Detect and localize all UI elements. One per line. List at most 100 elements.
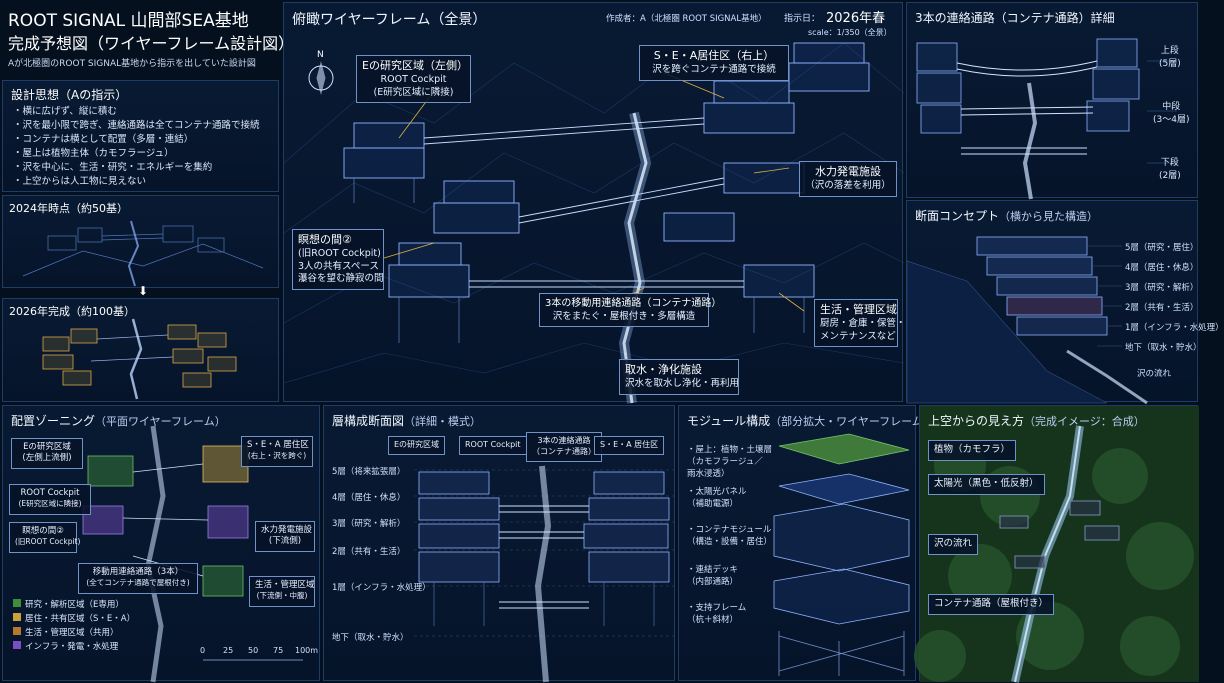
layer-head-e: Eの研究区域	[388, 436, 446, 455]
zone-corr-title: 移動用連絡通路（3本）	[92, 567, 184, 577]
concept-item: ・上空からは人工物に見えない	[13, 176, 147, 187]
module-title-sub: （部分拡大・ワイヤーフレーム）	[770, 415, 934, 428]
section-concept-sub: （横から見た構造）	[999, 210, 1099, 223]
zone-e-body: (左側上流側)	[22, 453, 72, 464]
layer-floor-4: 4層（居住・休息）	[332, 493, 406, 503]
layer-floor-1: 1層（インフラ・水処理）	[332, 583, 431, 593]
zone-hydro-title: 水力発電施設	[261, 525, 313, 535]
legend-label: 研究・解析区域（E専用）	[25, 600, 124, 610]
callout-hydro: 水力発電施設 （沢の落差を利用）	[799, 161, 897, 197]
zoning-panel: 配置ゾーニング（平面ワイヤーフレーム） Eの研究区域 (左側上流側) ROOT …	[2, 405, 320, 683]
corridor-middle: 中段 (3〜4層)	[1153, 102, 1190, 125]
zone-hydro-body: (下流側)	[268, 536, 302, 547]
zone-life: 生活・管理区域 (下流側・中腹)	[249, 576, 315, 607]
layer-title-main: 層構成断面図	[332, 414, 405, 428]
legend-item: 居住・共有区域（S・E・A）	[13, 612, 135, 626]
layer-section-panel: 層構成断面図（詳細・模式） Eの研究区域 ROOT Cockpit 3本の連絡通…	[323, 405, 675, 683]
timeline-2026-label: 2026年完成（約100基）	[9, 305, 135, 318]
section-floor-3: 3層（研究・解析）	[1125, 283, 1199, 293]
callout-life: 生活・管理区域 厨房・倉庫・保管・ メンテナンスなど	[814, 299, 906, 348]
callout-e-title: Eの研究区域（左側）	[362, 59, 468, 72]
corridor-drawing	[916, 38, 1177, 200]
callout-corridors: 3本の移動用連絡通路（コンテナ通路） 沢をまたぐ・屋根付き・多層構造	[539, 293, 722, 328]
zone-corr-body: (全てコンテナ通路で屋根付き)	[86, 578, 190, 588]
aerial-panel: 上空からの見え方（完成イメージ：合成） 植物（カモフラ） 太陽光（黒色・低反射）…	[914, 405, 1199, 683]
base-2026-wireframe	[42, 318, 237, 400]
module-title-main: モジュール構成	[687, 414, 771, 428]
section-concept-main: 断面コンセプト	[915, 209, 1000, 223]
legend-label: 居住・共有区域（S・E・A）	[25, 614, 136, 624]
base-2024-wireframe	[22, 220, 264, 287]
zoning-drawing	[82, 425, 303, 683]
legend-label: 生活・管理区域（共用）	[25, 628, 119, 638]
zone-life-body: (下流側・中腹)	[256, 591, 308, 601]
module-item-deck: ・連結デッキ （内部通路）	[687, 565, 739, 587]
main-title: 俯瞰ワイヤーフレーム（全景）	[292, 12, 487, 28]
legend-swatch	[13, 627, 21, 635]
callout-water-title: 取水・浄化施設	[625, 363, 702, 376]
corridor-lower: 下段 (2層)	[1159, 158, 1181, 181]
layer-head-cockpit: ROOT Cockpit	[459, 436, 527, 455]
layer-floor-5: 5層（将来拡張層）	[332, 467, 406, 477]
timeline-2026-panel: 2026年完成（約100基）	[2, 298, 279, 402]
aerial-title-sub: （完成イメージ：合成）	[1024, 415, 1145, 428]
main-date-label: 指示日：	[784, 14, 821, 24]
main-wireframe-drawing	[283, 42, 905, 404]
main-scale: scale：1/350（全景）	[808, 28, 892, 37]
section-stream: 沢の流れ	[1137, 369, 1172, 379]
callout-meditation: 瞑想の間② (旧ROOT Cockpit) 3人の共有スペース 瀑谷を望む静寂の…	[292, 229, 384, 291]
layer-head-sea: S・E・A 居住区	[594, 436, 665, 455]
title-line-2: 完成予想図（ワイヤーフレーム設計図）	[8, 34, 295, 53]
legend-swatch	[13, 613, 21, 621]
layer-section-drawing	[414, 465, 674, 683]
scale-tick: 0	[200, 646, 206, 655]
callout-hydro-body: （沢の落差を利用）	[805, 179, 891, 191]
callout-corr-body: 沢をまたぐ・屋根付き・多層構造	[552, 310, 696, 322]
module-item-solar: ・太陽光パネル （補助電源）	[687, 487, 747, 509]
aerial-label-corridor: コンテナ通路（屋根付き）	[928, 594, 1055, 615]
zoning-title-sub: （平面ワイヤーフレーム）	[95, 415, 226, 428]
legend-item: インフラ・発電・水処理	[13, 640, 135, 654]
concept-item: ・沢を最小限で跨ぎ、連絡通路は全てコンテナ通路で接続	[13, 120, 260, 131]
layer-title-sub: （詳細・模式）	[404, 415, 482, 428]
callout-water-body: 沢水を取水し浄化・再利用	[625, 377, 740, 389]
module-exploded-drawing	[773, 433, 910, 676]
zoning-title: 配置ゾーニング（平面ワイヤーフレーム）	[11, 412, 226, 429]
section-floor-5: 5層（研究・居住）	[1125, 243, 1199, 253]
aerial-label-solar: 太陽光（黒色・低反射）	[928, 474, 1045, 495]
title-line-1: ROOT SIGNAL 山間部SEA基地	[8, 11, 249, 31]
zone-med-title: 瞑想の間②	[22, 526, 64, 536]
zone-med-body: (旧ROOT Cockpit)	[15, 537, 81, 547]
section-concept-panel: 断面コンセプト（横から見た構造） 5層（研究・居住） 4層（居住・休息） 3層（…	[906, 200, 1224, 405]
layer-floor-2: 2層（共有・生活）	[332, 547, 406, 557]
concept-item: ・屋上は植物主体（カモフラージュ）	[13, 148, 174, 159]
zone-sea-title: S・E・A 居住区	[247, 440, 309, 450]
callout-sea-body: 沢を跨ぐコンテナ通路で接続	[652, 63, 776, 75]
scale-tick: 25	[223, 646, 234, 655]
section-concept-title: 断面コンセプト（横から見た構造）	[915, 207, 1098, 224]
module-title: モジュール構成（部分拡大・ワイヤーフレーム）	[687, 412, 934, 429]
zone-sea-body: (右上・沢を跨ぐ)	[247, 451, 307, 461]
layer-head-corridors: 3本の連絡通路 （コンテナ通路）	[526, 432, 602, 462]
legend-label: インフラ・発電・水処理	[25, 642, 119, 652]
zone-corridors: 移動用連絡通路（3本） (全てコンテナ通路で屋根付き)	[78, 563, 198, 594]
concept-panel: 設計思想（Aの指示） ・横に広げず、縦に積む ・沢を最小限で跨ぎ、連絡通路は全て…	[2, 80, 279, 192]
aerial-label-stream: 沢の流れ	[928, 534, 979, 555]
zone-hydro: 水力発電施設 (下流側)	[255, 521, 315, 552]
zone-e-research: Eの研究区域 (左側上流側)	[11, 438, 83, 469]
corridor-upper: 上段 (5層)	[1159, 46, 1181, 69]
callout-life-body: 厨房・倉庫・保管・ メンテナンスなど	[820, 317, 906, 342]
layer-section-title: 層構成断面図（詳細・模式）	[332, 412, 481, 429]
callout-corr-title: 3本の移動用連絡通路（コンテナ通路）	[545, 298, 722, 309]
section-floor-2: 2層（共有・生活）	[1125, 303, 1199, 313]
timeline-2024-panel: 2024年時点（約50基）	[2, 195, 279, 288]
layer-floor-b: 地下（取水・貯水）	[332, 633, 409, 643]
callout-sea-title: S・E・A居住区（右上）	[653, 49, 775, 62]
zoning-title-main: 配置ゾーニング	[11, 414, 96, 428]
section-concept-drawing	[906, 236, 1148, 405]
section-floor-b: 地下（取水・貯水）	[1125, 343, 1202, 353]
zone-meditation: 瞑想の間② (旧ROOT Cockpit)	[9, 522, 81, 553]
compass-letter: N	[317, 50, 324, 60]
module-item-container: ・コンテナモジュール （構造・設備・居住）	[687, 525, 773, 547]
corridor-title: 3本の連絡通路（コンテナ通路）詳細	[915, 11, 1115, 25]
